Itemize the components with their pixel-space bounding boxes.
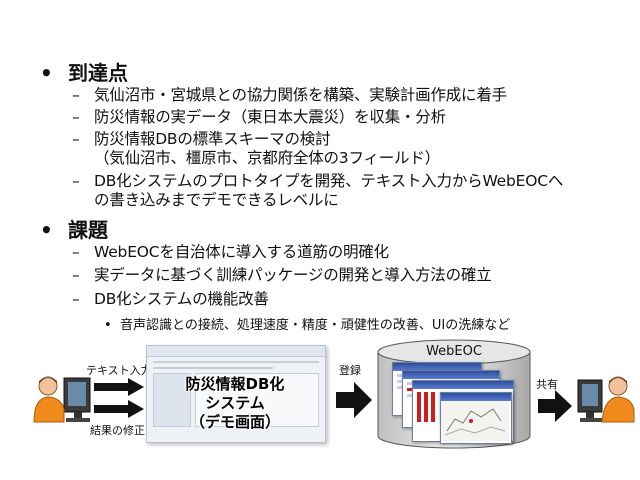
webeoc-map-window xyxy=(440,392,512,444)
webeoc-label: WebEOC xyxy=(426,344,482,359)
item-text: 音声認識との接続、処理速度・精度・頑健性の改善、UIの洗練など xyxy=(120,318,511,333)
right-arrow-icon xyxy=(94,400,144,418)
heading-text: 課題 xyxy=(68,218,108,242)
list-item: –防災情報の実データ（東日本大震災）を収集・分析 xyxy=(72,108,446,127)
demo-title-line: システム xyxy=(205,394,265,412)
item-text: 防災情報の実データ（東日本大震災）を収集・分析 xyxy=(94,108,446,126)
dash-icon: – xyxy=(72,243,80,261)
list-item: –実データに基づく訓練パッケージの開発と導入方法の確立 xyxy=(72,266,492,285)
list-item: –DB化システムのプロトタイプを開発、テキスト入力からWebEOCへ xyxy=(72,172,563,191)
user-operator-icon xyxy=(30,370,94,426)
item-text: 実データに基づく訓練パッケージの開発と導入方法の確立 xyxy=(94,266,492,284)
register-label: 登録 xyxy=(339,364,361,377)
sub-list-item: • 音声認識との接続、処理速度・精度・頑健性の改善、UIの洗練など xyxy=(104,314,510,333)
demo-title-line: 防災情報DB化 xyxy=(185,375,285,393)
dash-icon: – xyxy=(72,290,80,308)
dash-icon: – xyxy=(72,86,80,104)
item-text: 気仙沼市・宮城県との協力関係を構築、実験計画作成に着手 xyxy=(94,86,507,104)
dash-icon: – xyxy=(72,266,80,284)
list-item: –気仙沼市・宮城県との協力関係を構築、実験計画作成に着手 xyxy=(72,86,507,105)
demo-screen-title: 防災情報DB化 システム （デモ画面） xyxy=(150,375,320,432)
list-item: –WebEOCを自治体に導入する道筋の明確化 xyxy=(72,243,389,262)
demo-screen xyxy=(146,345,326,443)
share-label: 共有 xyxy=(536,378,558,391)
section-heading-issues: • 課題 xyxy=(40,214,108,243)
right-arrow-icon xyxy=(538,390,572,422)
item-text: 防災情報DBの標準スキーマの検討 xyxy=(94,130,331,148)
list-item: –DB化システムの機能改善 xyxy=(72,290,269,309)
item-text: WebEOCを自治体に導入する道筋の明確化 xyxy=(94,243,389,261)
small-bullet-icon: • xyxy=(104,318,112,333)
heading-text: 到達点 xyxy=(68,61,128,85)
list-item-continuation: の書き込みまでデモできるレベルに xyxy=(94,191,339,210)
bullet-icon: • xyxy=(40,218,53,242)
dash-icon: – xyxy=(72,130,80,148)
dash-icon: – xyxy=(72,172,80,190)
section-heading-achievements: • 到達点 xyxy=(40,57,128,86)
list-item-continuation: （気仙沼市、橿原市、京都府全体の3フィールド） xyxy=(94,149,440,168)
user-receiver-icon xyxy=(576,370,636,426)
correct-result-label: 結果の修正 xyxy=(90,424,145,437)
demo-title-line: （デモ画面） xyxy=(189,413,280,431)
item-text: DB化システムの機能改善 xyxy=(94,290,269,308)
list-item: –防災情報DBの標準スキーマの検討 xyxy=(72,130,331,149)
dash-icon: – xyxy=(72,108,80,126)
text-input-label: テキスト入力 xyxy=(86,364,152,377)
right-arrow-icon xyxy=(94,378,144,396)
item-text: （気仙沼市、橿原市、京都府全体の3フィールド） xyxy=(94,149,440,167)
item-text: DB化システムのプロトタイプを開発、テキスト入力からWebEOCへ xyxy=(94,172,564,190)
bullet-icon: • xyxy=(40,61,53,85)
item-text: の書き込みまでデモできるレベルに xyxy=(94,191,339,209)
right-arrow-icon xyxy=(336,382,372,418)
